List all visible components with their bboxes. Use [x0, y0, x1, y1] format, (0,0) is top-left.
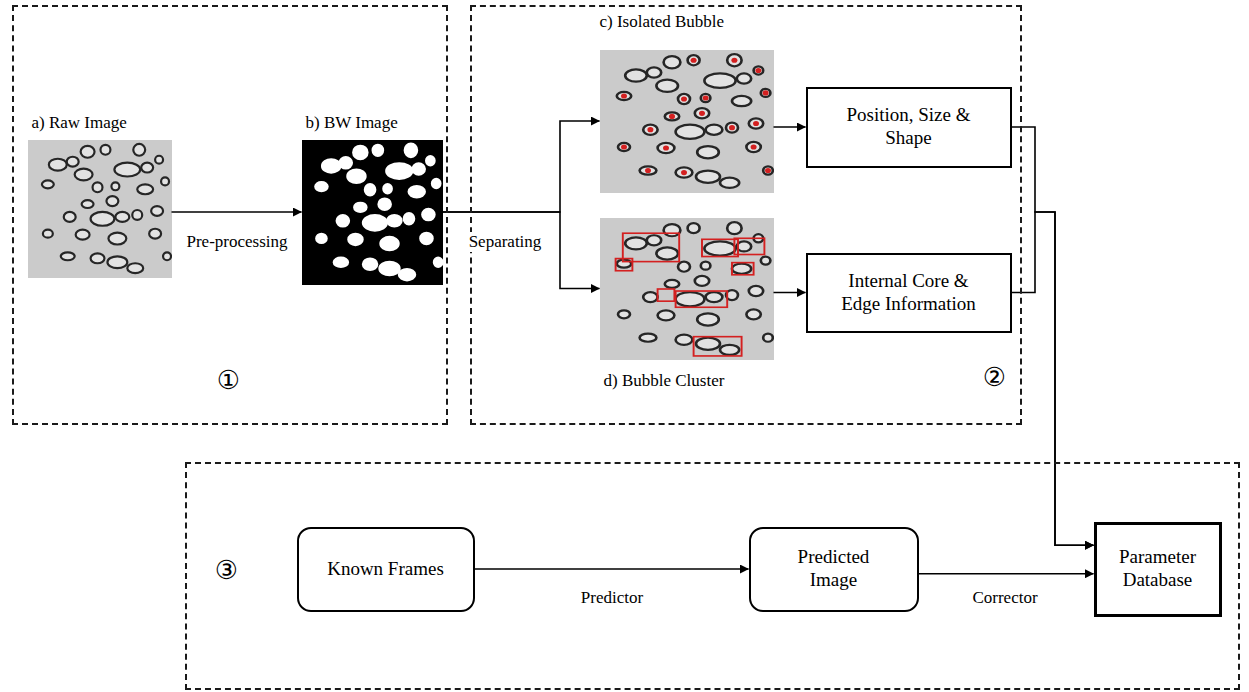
process-box: Position, Size & Shape — [806, 87, 1012, 168]
rounded-box: Predicted Image — [749, 527, 919, 612]
arrow-connector — [443, 121, 600, 212]
box-label: Known Frames — [327, 558, 444, 581]
dashed-region: ① a) Raw Image b) BW Image — [12, 5, 448, 425]
callout-number: ② — [983, 362, 1006, 392]
callout-number: ① — [217, 365, 240, 395]
arrow-connector — [774, 126, 806, 128]
arrow-connector — [1012, 127, 1094, 545]
box-label: Internal Core & Edge Information — [834, 270, 984, 316]
panel-heading: c) Isolated Bubble — [600, 13, 725, 32]
arrow-connector — [774, 292, 806, 294]
arrow-connector — [1012, 212, 1094, 545]
image-panel: c) Isolated Bubble — [600, 50, 774, 193]
arrow-connector — [443, 212, 600, 289]
box-label: Position, Size & Shape — [834, 104, 984, 150]
image-panel: a) Raw Image — [28, 140, 172, 278]
edge-label: Separating — [466, 232, 545, 252]
edge-label: Pre-processing — [183, 232, 290, 252]
edge-label: Predictor — [578, 588, 646, 608]
image-panel: b) BW Image — [302, 140, 443, 285]
process-box: Internal Core & Edge Information — [806, 253, 1012, 333]
image-panel: d) Bubble Cluster — [600, 218, 774, 360]
panel-heading: b) BW Image — [306, 114, 398, 133]
callout-number: ③ — [215, 555, 238, 585]
arrow-connector — [172, 211, 302, 213]
box-label: Parameter Database — [1107, 546, 1209, 592]
arrow-connector — [475, 568, 749, 570]
dashed-region: ② c) Isolated Bubble d) Bubble Cluster Posi… — [470, 5, 1022, 425]
dashed-region: ③ Known Frames Predicted Image Parameter Da… — [185, 462, 1240, 690]
panel-heading: d) Bubble Cluster — [604, 372, 725, 391]
panel-heading: a) Raw Image — [32, 114, 127, 133]
database-box: Parameter Database — [1094, 522, 1222, 617]
box-label: Predicted Image — [777, 546, 891, 592]
rounded-box: Known Frames — [297, 527, 475, 612]
arrow-connector — [919, 573, 1094, 575]
edge-label: Corrector — [969, 588, 1040, 608]
